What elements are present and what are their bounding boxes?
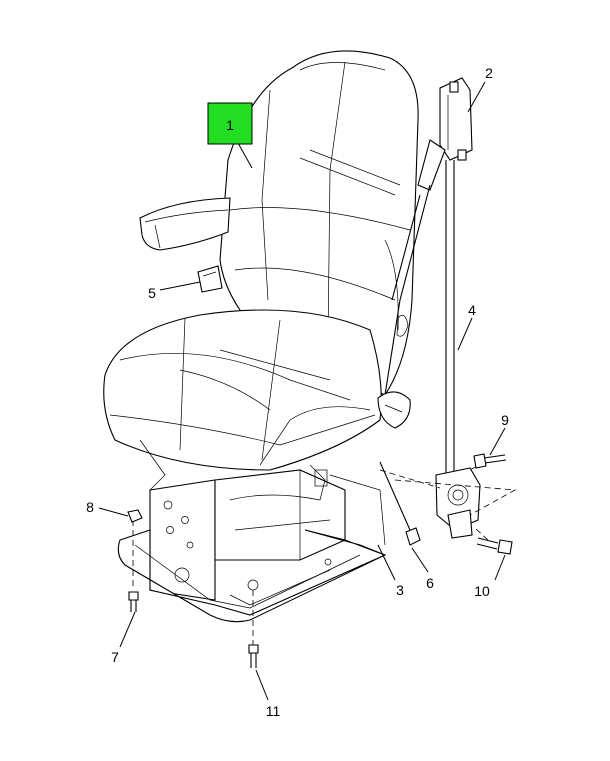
belt-webbing	[377, 160, 455, 480]
seat-cushion	[103, 309, 382, 471]
callout-2: 2	[485, 65, 493, 81]
callout-6: 6	[426, 575, 434, 591]
bolt-6	[379, 461, 421, 546]
upper-anchor-bracket	[417, 77, 473, 191]
callout-10: 10	[474, 583, 490, 599]
leader-lines	[98, 81, 506, 701]
armrest	[139, 197, 231, 251]
callout-11: 11	[266, 703, 281, 719]
bolt-7	[128, 591, 139, 612]
callout-7: 7	[111, 649, 119, 665]
bolt-9	[473, 453, 507, 469]
seat-base	[139, 439, 386, 601]
floor-plate	[117, 529, 387, 623]
nut-8	[127, 509, 143, 523]
callout-4: 4	[468, 302, 476, 318]
bolt-11	[248, 644, 259, 668]
retractor	[435, 467, 481, 539]
callout-1-highlight	[207, 102, 253, 145]
callout-1: 1	[226, 117, 234, 133]
bolt-10	[476, 537, 513, 555]
callout-5: 5	[148, 285, 156, 301]
seat-back	[219, 50, 419, 396]
callout-8: 8	[86, 499, 94, 515]
adjustment-lever	[197, 265, 223, 293]
callout-9: 9	[501, 412, 509, 428]
callout-3: 3	[396, 582, 404, 598]
